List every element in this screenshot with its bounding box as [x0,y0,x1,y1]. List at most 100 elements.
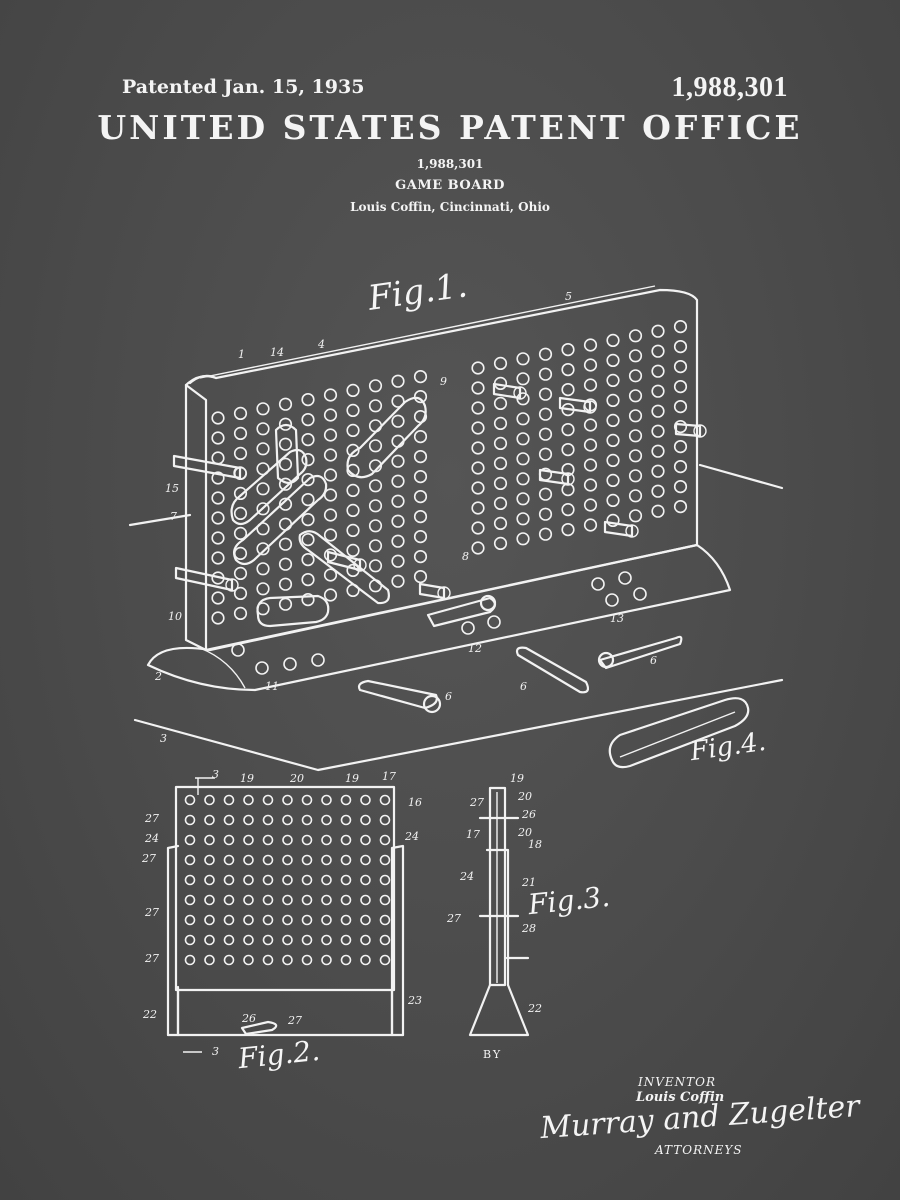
peg-head [437,586,451,600]
peg-hole [413,450,428,464]
peg-hole [673,320,688,334]
peg-hole [561,522,575,537]
peg-hole [360,894,371,906]
peg-hole [321,934,332,946]
peg-hole [561,363,575,377]
peg-hole [282,814,293,826]
peg-hole [223,894,235,906]
fig2-ref-label: 24 [144,832,159,845]
inserted-peg [172,454,242,480]
peg-hole [493,396,508,411]
peg-hole [223,814,235,826]
peg-head [583,400,597,414]
peg-hole [323,528,338,542]
fig1-ref-label: 6 [650,654,657,667]
fig2-ref-label: 24 [404,830,419,843]
fig2-ref-label: 3 [212,768,219,781]
fig1-ref-label: 13 [610,612,624,625]
peg-hole [516,372,530,386]
peg-hole [184,794,196,806]
peg-hole [243,834,254,846]
peg-hole [184,954,196,966]
peg-hole [323,408,338,422]
inserted-peg [326,550,362,572]
peg-head [625,524,639,538]
peg-hole [243,914,254,926]
fig2-ref-label: 27 [141,852,156,865]
fig3-ref-label: 24 [459,870,474,883]
peg-hole [211,471,225,485]
peg-hole [628,349,643,363]
fig2-ref-label: 27 [144,812,159,825]
peg-hole [413,430,428,444]
peg-hole [413,569,428,584]
fig3-ref-label: 28 [521,922,536,935]
peg-hole [583,518,598,532]
peg-hole [262,914,274,926]
base-hole [255,661,269,675]
peg-hole [391,394,405,408]
peg-hole [368,539,383,553]
peg-hole [391,494,405,508]
fig2-ref-label: 26 [241,1012,256,1025]
peg-hole [233,486,248,501]
peg-hole [323,448,338,462]
peg-hole [282,914,293,926]
peg-hole [368,399,383,413]
peg-hole [321,874,332,886]
peg-hole [262,934,274,946]
base-hole [633,587,647,601]
peg-hole [256,442,270,456]
peg-hole [493,456,508,471]
peg-hole [673,340,688,354]
peg-hole [321,834,332,846]
peg-hole [471,421,485,435]
peg-hole [391,554,405,568]
peg-hole [379,934,391,946]
peg-hole [516,492,530,506]
peg-hole [282,874,293,886]
peg-hole [538,527,553,541]
peg-hole [391,574,405,588]
peg-hole [628,329,643,343]
peg-hole [360,934,371,946]
fig3-ref-label: 26 [521,808,536,821]
peg-hole [301,854,313,866]
peg-hole [493,476,508,491]
peg-hole [413,470,428,484]
peg-hole [673,440,688,454]
peg-hole [651,324,665,338]
fig3-ref-label: 18 [528,838,542,851]
peg-hole [606,333,620,348]
peg-hole [321,794,332,806]
peg-hole [323,468,338,482]
peg-hole [278,557,293,571]
peg-hole [223,794,235,806]
peg-hole [233,526,248,541]
peg-hole [379,854,391,866]
table-edge-left [128,513,192,527]
fig3-ref-label: 21 [521,876,536,889]
fig3-ref-label: 20 [517,826,532,839]
peg-hole [211,591,225,605]
peg-hole [233,426,248,441]
peg-hole [379,814,391,826]
peg-hole [233,566,248,581]
peg-hole [301,493,315,507]
peg-hole [346,423,360,438]
inventor-label: INVENTOR [638,1075,717,1089]
peg-hole [301,954,313,966]
fig4-band [608,697,750,769]
peg-hole [379,894,391,906]
peg-hole [538,487,553,501]
peg-hole [471,381,485,395]
peg-hole [256,502,270,516]
peg-hole [340,814,352,826]
peg-hole [360,814,371,826]
base-curve [199,647,246,689]
peg-hole [538,427,553,441]
loose-peg-6-a [515,646,590,694]
fig2-ref-label: 23 [407,994,422,1007]
